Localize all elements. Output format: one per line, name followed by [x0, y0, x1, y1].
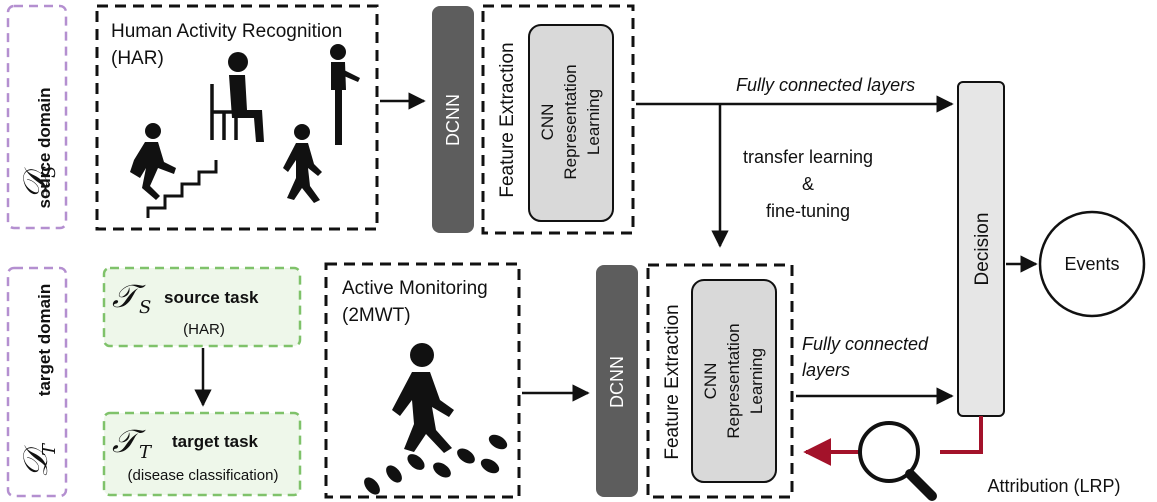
har-title: Human Activity Recognition [111, 21, 342, 42]
active-box: Active Monitoring (2MWT) [324, 262, 521, 499]
source-domain-border [6, 4, 68, 230]
top-feature-box [481, 4, 635, 235]
top-dcnn-label: DCNN [443, 94, 463, 146]
fc-bottom-line2: layers [802, 360, 850, 380]
source-task-box: 𝒯 S source task (HAR) [102, 266, 302, 348]
bottom-cnn-line3: Learning [747, 348, 766, 414]
bottom-dcnn-block [596, 265, 638, 497]
bottom-model: DCNN Feature Extraction CNN Representati… [596, 263, 794, 499]
bottom-cnn-line1: CNN [701, 363, 720, 400]
target-task-subscript: T [139, 442, 153, 463]
person-walking-icon [283, 124, 322, 203]
source-domain-text: source domain [35, 88, 54, 209]
bottom-feature-box [646, 263, 794, 499]
transfer-line1: transfer learning [743, 147, 873, 167]
source-task-subtitle: (HAR) [183, 321, 225, 338]
attribution-label: Attribution (LRP) [987, 476, 1120, 496]
person-climbing-icon [130, 123, 176, 200]
target-domain-label: 𝒟 T target domain [6, 266, 68, 498]
target-task-box: 𝒯 T target task (disease classification) [102, 411, 302, 497]
target-domain-border [6, 266, 68, 498]
source-task-title: source task [164, 288, 259, 307]
har-box: Human Activity Recognition (HAR) [95, 4, 379, 231]
target-domain-text: target domain [35, 284, 54, 396]
fc-top-label: Fully connected layers [736, 75, 915, 95]
person-standing-icon [330, 44, 360, 145]
fc-bottom-line1: Fully connected [802, 334, 929, 354]
transfer-line2: & [802, 174, 814, 194]
top-dcnn-block [432, 6, 474, 233]
events-label: Events [1064, 254, 1119, 274]
active-title: Active Monitoring [342, 278, 488, 299]
target-task-title: target task [172, 432, 259, 451]
bottom-dcnn-label: DCNN [607, 356, 627, 408]
footprints-icon [364, 434, 508, 495]
active-subtitle: (2MWT) [342, 305, 411, 326]
magnifier-icon [858, 421, 937, 501]
top-feature-label: Feature Extraction [497, 42, 518, 197]
source-task-subscript: S [139, 297, 151, 318]
stairs-icon [146, 160, 218, 218]
events-node: Events [1038, 210, 1146, 318]
bottom-cnn-block [691, 279, 777, 483]
person-sitting-icon [210, 52, 264, 142]
top-cnn-line2: Representation [561, 64, 580, 179]
bottom-cnn-line2: Representation [724, 323, 743, 438]
source-domain-subscript: S [39, 166, 60, 178]
target-task-subtitle: (disease classification) [128, 467, 279, 484]
har-subtitle: (HAR) [111, 48, 164, 69]
target-domain-subscript: T [39, 442, 60, 456]
decision-label: Decision [972, 213, 993, 286]
person-walking-large-icon [392, 343, 454, 453]
bottom-feature-label: Feature Extraction [662, 304, 683, 459]
top-model: DCNN Feature Extraction CNN Representati… [432, 4, 635, 235]
transfer-line3: fine-tuning [766, 201, 850, 221]
top-cnn-line3: Learning [584, 89, 603, 155]
top-cnn-line1: CNN [538, 104, 557, 141]
arrow-attribution [806, 416, 983, 452]
source-domain-label: 𝒟 S source domain [6, 4, 68, 230]
decision-block: Decision [957, 81, 1005, 417]
top-cnn-block [528, 24, 614, 222]
